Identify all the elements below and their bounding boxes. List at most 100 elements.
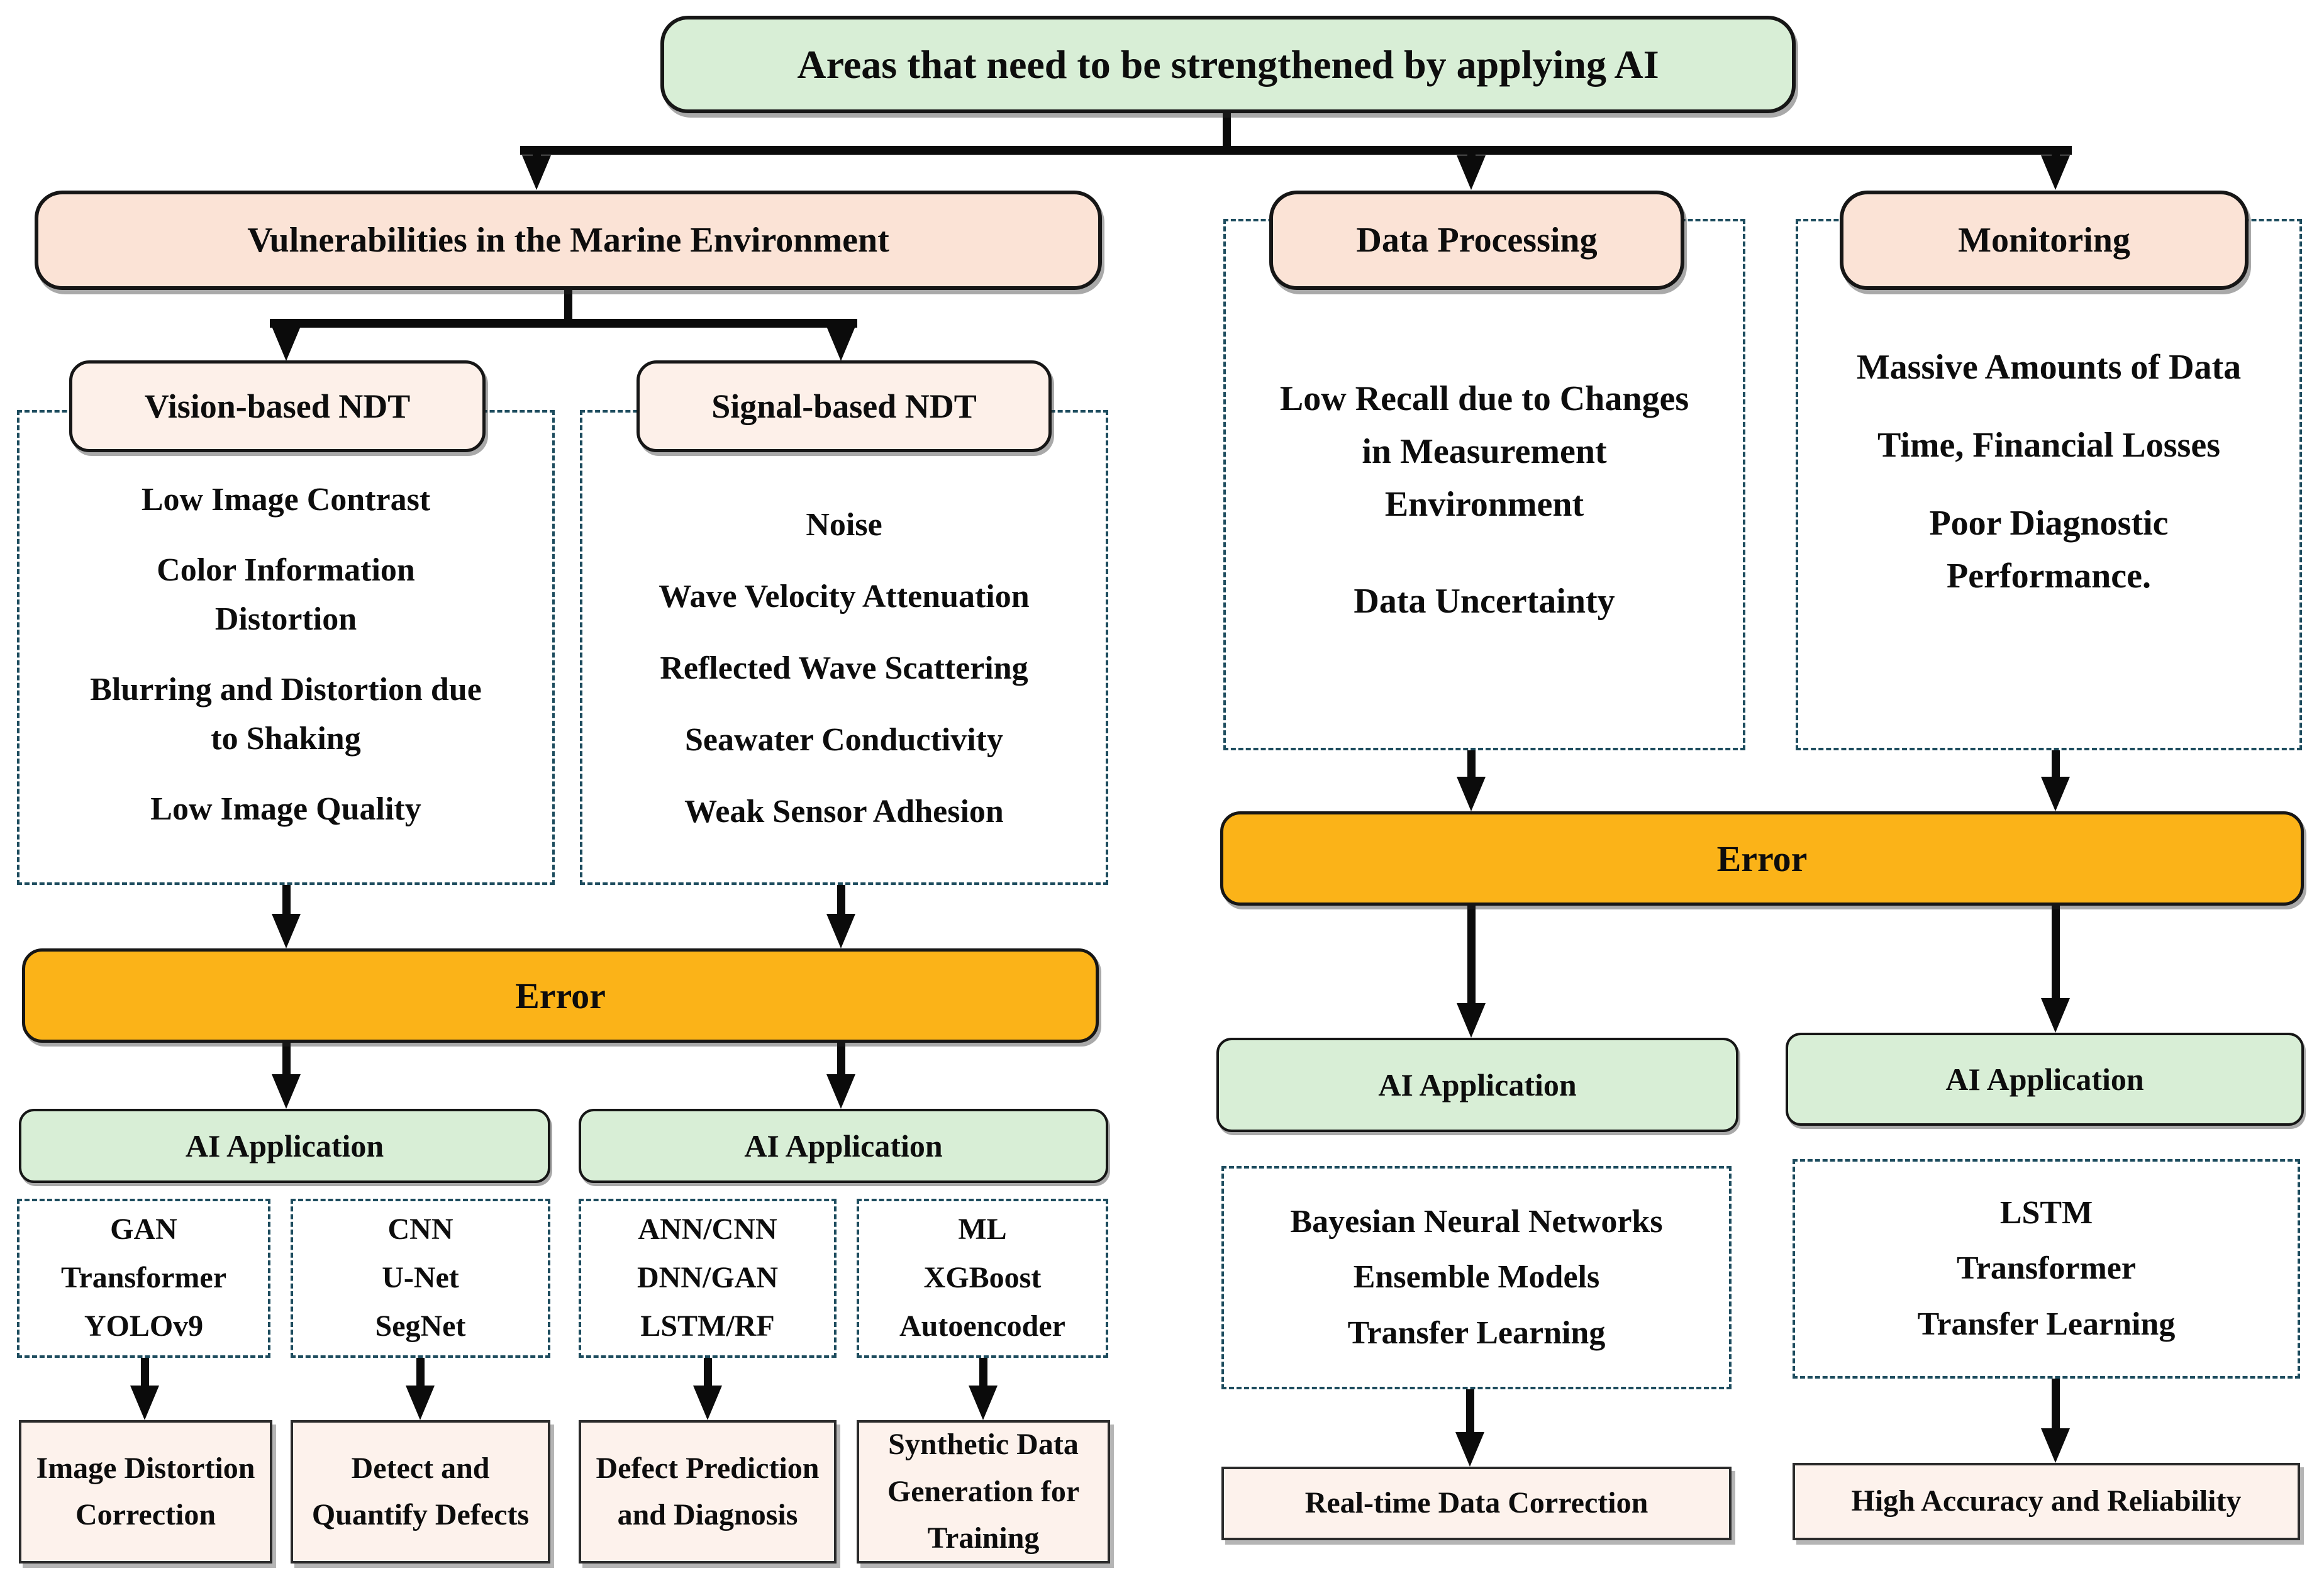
- error-bar-marine: Error: [22, 948, 1099, 1043]
- arrow-shaft: [282, 885, 291, 914]
- outcome-label: Image Distortion Correction: [36, 1451, 255, 1531]
- ai-application-label: AI Application: [1378, 1067, 1577, 1103]
- issue-item: Low Image Quality: [150, 791, 421, 827]
- issue-item: Seawater Conductivity: [684, 722, 1003, 758]
- arrow-head: [2041, 155, 2070, 190]
- arrow-head: [2041, 998, 2070, 1033]
- outcome-label: Detect and Quantify Defects: [311, 1451, 530, 1531]
- arrow-shaft: [140, 1358, 149, 1386]
- issue-item: Poor Diagnostic Performance.: [1929, 504, 2169, 596]
- down-arrow: [272, 885, 301, 948]
- branch-label: Vulnerabilities in the Marine Environmen…: [247, 221, 889, 260]
- issue-item: Weak Sensor Adhesion: [684, 794, 1004, 830]
- arrow-head: [969, 1386, 998, 1420]
- outcome-label: Real-time Data Correction: [1304, 1486, 1648, 1520]
- issue-item: Low Recall due to Changes in Measurement…: [1279, 379, 1689, 524]
- ai-application-label: AI Application: [1945, 1062, 2144, 1097]
- down-arrow: [2041, 1379, 2070, 1463]
- outcome-defect-prediction-diagnosis: Defect Prediction and Diagnosis: [579, 1420, 837, 1564]
- down-arrow: [969, 1358, 998, 1420]
- method-item: Autoencoder: [899, 1309, 1065, 1343]
- method-item: Transformer: [60, 1261, 226, 1295]
- issue-item: Wave Velocity Attenuation: [659, 579, 1030, 614]
- down-arrow: [1457, 750, 1486, 811]
- arrow-shaft: [282, 1043, 291, 1074]
- method-item: Transformer: [1957, 1250, 2136, 1287]
- connector-line: [270, 319, 857, 328]
- ai-application-monitoring: AI Application: [1786, 1033, 2304, 1126]
- arrow-shaft: [416, 1358, 425, 1386]
- issue-item: Data Uncertainty: [1354, 582, 1615, 621]
- outcome-real-time-data-correction: Real-time Data Correction: [1221, 1467, 1732, 1540]
- signal-based-ndt-box: Signal-based NDT: [637, 360, 1052, 452]
- arrow-head: [130, 1386, 159, 1420]
- title-box: Areas that need to be strengthened by ap…: [660, 16, 1796, 113]
- arrow-head: [826, 1074, 855, 1109]
- down-arrow: [693, 1358, 722, 1420]
- down-arrow: [826, 1043, 855, 1109]
- arrow-head: [826, 914, 855, 948]
- method-item: Bayesian Neural Networks: [1290, 1203, 1663, 1240]
- down-arrow: [826, 326, 855, 361]
- methods-panel-bayesian: Bayesian Neural Networks Ensemble Models…: [1221, 1166, 1732, 1389]
- outcome-label: Synthetic Data Generation for Training: [887, 1428, 1080, 1555]
- down-arrow: [2041, 906, 2070, 1033]
- outcome-synthetic-data-generation: Synthetic Data Generation for Training: [857, 1420, 1110, 1564]
- issue-item: Reflected Wave Scattering: [660, 650, 1028, 686]
- ai-application-label: AI Application: [185, 1128, 384, 1164]
- arrow-head: [522, 155, 551, 190]
- outcome-label: Defect Prediction and Diagnosis: [596, 1451, 820, 1531]
- branch-label: Monitoring: [1958, 221, 2130, 260]
- error-label: Error: [1716, 838, 1808, 879]
- arrow-shaft: [2051, 750, 2060, 777]
- arrow-head: [1457, 155, 1486, 190]
- ai-application-label: AI Application: [744, 1128, 943, 1164]
- outcome-label: High Accuracy and Reliability: [1851, 1484, 2242, 1518]
- methods-panel-gan: GAN Transformer YOLOv9: [17, 1199, 270, 1358]
- down-arrow: [406, 1358, 435, 1420]
- arrow-shaft: [2051, 906, 2060, 998]
- arrow-head: [1455, 1432, 1484, 1467]
- outcome-image-distortion-correction: Image Distortion Correction: [19, 1420, 272, 1564]
- methods-panel-ml: ML XGBoost Autoencoder: [857, 1199, 1108, 1358]
- method-item: ML: [958, 1213, 1007, 1247]
- down-arrow: [826, 885, 855, 948]
- down-arrow: [272, 326, 301, 361]
- arrow-shaft: [1467, 906, 1476, 1003]
- ai-application-signal: AI Application: [579, 1109, 1108, 1183]
- arrow-shaft: [1467, 750, 1476, 777]
- down-arrow: [272, 1043, 301, 1109]
- arrow-head: [272, 326, 301, 361]
- issue-item: Color Information Distortion: [157, 552, 415, 637]
- branch-monitoring: Monitoring: [1840, 191, 2249, 290]
- monitoring-issues-panel: Massive Amounts of Data Time, Financial …: [1796, 219, 2302, 750]
- arrow-shaft: [1465, 1389, 1474, 1432]
- signal-issues-panel: Noise Wave Velocity Attenuation Reflecte…: [580, 410, 1108, 885]
- issue-item: Massive Amounts of Data: [1856, 348, 2242, 387]
- connector-line: [1223, 112, 1231, 150]
- issue-item: Low Image Contrast: [141, 482, 431, 518]
- arrow-shaft: [837, 885, 845, 914]
- issue-item: Time, Financial Losses: [1877, 426, 2220, 465]
- arrow-head: [1457, 1003, 1486, 1038]
- arrow-shaft: [979, 1358, 987, 1386]
- arrow-shaft: [703, 1358, 712, 1386]
- vision-based-ndt-box: Vision-based NDT: [69, 360, 486, 452]
- arrow-head: [406, 1386, 435, 1420]
- data-processing-issues-panel: Low Recall due to Changes in Measurement…: [1223, 219, 1745, 750]
- arrow-head: [693, 1386, 722, 1420]
- vision-issues-panel: Low Image Contrast Color Information Dis…: [17, 410, 555, 885]
- method-item: DNN/GAN: [637, 1261, 778, 1295]
- down-arrow: [130, 1358, 159, 1420]
- methods-panel-lstm: LSTM Transformer Transfer Learning: [1793, 1159, 2300, 1379]
- branch-data-processing: Data Processing: [1269, 191, 1684, 290]
- down-arrow: [1455, 1389, 1484, 1467]
- methods-panel-ann: ANN/CNN DNN/GAN LSTM/RF: [579, 1199, 837, 1358]
- branch-marine-vulnerabilities: Vulnerabilities in the Marine Environmen…: [35, 191, 1102, 290]
- connector-line: [520, 146, 2072, 155]
- title-text: Areas that need to be strengthened by ap…: [797, 42, 1659, 87]
- issue-item: Noise: [806, 507, 882, 543]
- method-item: ANN/CNN: [638, 1213, 777, 1247]
- arrow-head: [2041, 1428, 2070, 1463]
- arrow-head: [1457, 777, 1486, 811]
